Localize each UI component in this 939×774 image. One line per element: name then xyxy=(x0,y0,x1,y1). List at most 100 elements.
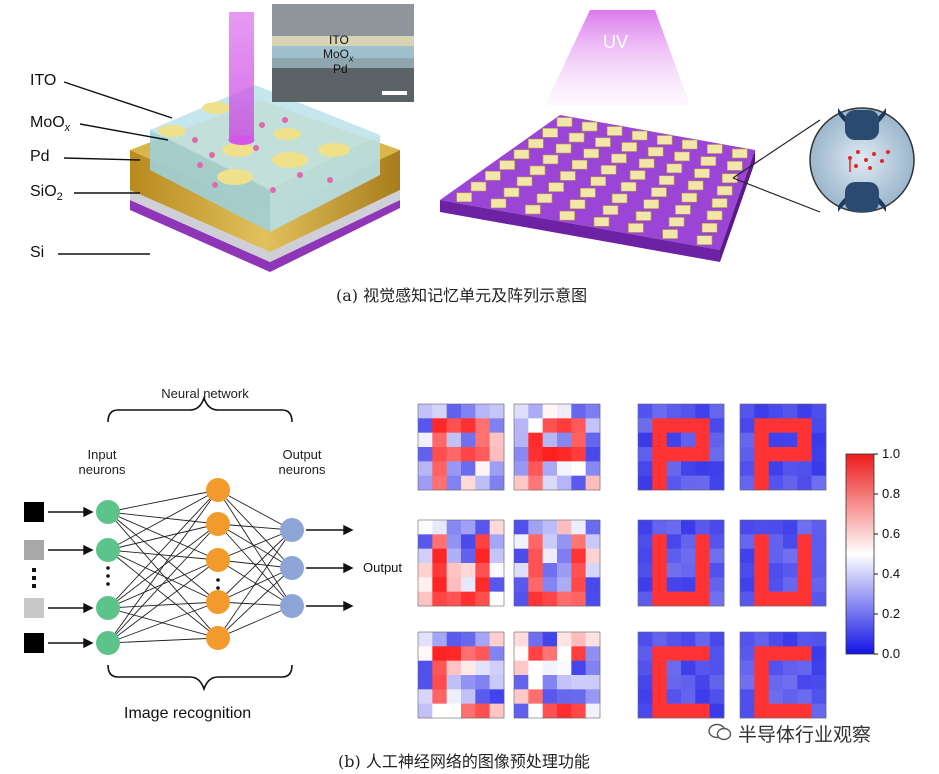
heatmap-panel xyxy=(739,519,827,607)
array-cell xyxy=(456,192,472,203)
label-pd: Pd xyxy=(30,148,50,165)
input-neuron xyxy=(96,631,120,655)
array-cell xyxy=(560,171,576,181)
array-cell xyxy=(556,117,573,127)
array-cell xyxy=(631,130,648,141)
input-pixel-1 xyxy=(24,502,44,522)
output-neuron xyxy=(280,594,304,618)
uv-label: UV xyxy=(603,32,629,52)
array-cell xyxy=(716,185,733,196)
array-cell xyxy=(536,193,553,204)
array-cell xyxy=(675,204,691,215)
input-pixel-2 xyxy=(24,540,44,560)
array-cell xyxy=(590,176,607,187)
inset-label-pd: Pd xyxy=(333,62,348,76)
hidden-neuron xyxy=(206,626,230,650)
array-cell xyxy=(602,205,619,215)
layer-leader-lines xyxy=(58,81,173,255)
neural-network-diagram xyxy=(24,395,354,692)
array-cell xyxy=(635,211,652,221)
input-pixel-3 xyxy=(24,598,44,618)
array-cell xyxy=(651,187,667,197)
array-cell xyxy=(516,176,533,187)
array-cell xyxy=(529,165,546,176)
array-cell xyxy=(721,173,738,184)
array-cell xyxy=(555,143,572,154)
array-cell xyxy=(571,159,588,170)
array-cell xyxy=(525,204,541,215)
array-cell xyxy=(681,139,698,150)
array-cell xyxy=(701,223,718,233)
watermark: 半导体行业观察 xyxy=(738,724,872,746)
hidden-neuron xyxy=(206,478,230,502)
colorbar-tick: 0.0 xyxy=(882,646,901,661)
array-cell xyxy=(490,198,507,209)
array-cell xyxy=(694,168,710,179)
hidden-neuron xyxy=(206,512,230,536)
heatmap-panel xyxy=(739,631,827,719)
array-cell xyxy=(647,146,664,157)
heatmap-panel xyxy=(513,519,601,607)
array-cell xyxy=(687,180,704,191)
array-cell xyxy=(503,187,520,198)
array-cell xyxy=(621,142,638,152)
array-cell xyxy=(711,198,728,208)
label-moox: MoOx xyxy=(30,114,71,135)
heatmap-panel xyxy=(513,631,601,719)
array-cell xyxy=(513,149,530,160)
array-cell xyxy=(620,181,637,192)
heatmap-panel xyxy=(513,403,601,491)
colorbar-tick: 0.6 xyxy=(882,526,901,541)
array-cell xyxy=(470,181,487,192)
heatmap-panel xyxy=(637,519,725,607)
array-cell xyxy=(593,216,610,227)
array-cell xyxy=(638,158,655,169)
input-pixel-4 xyxy=(24,633,44,653)
device-stack xyxy=(130,12,400,272)
array-cell xyxy=(580,187,596,198)
memory-array xyxy=(440,10,915,262)
heatmap-panel xyxy=(417,403,505,491)
array-cell xyxy=(726,161,743,171)
colorbar-tick: 0.2 xyxy=(882,606,901,621)
array-cell xyxy=(600,165,617,175)
array-cell xyxy=(643,199,660,209)
array-cell xyxy=(595,137,611,148)
array-cell xyxy=(542,128,558,138)
inset-label-ito: ITO xyxy=(329,33,349,47)
array-cell xyxy=(606,126,623,136)
label-ito: ITO xyxy=(30,72,57,89)
hidden-neuron xyxy=(206,590,230,614)
array-cell xyxy=(681,192,698,203)
array-cell xyxy=(696,235,713,245)
output-neuron xyxy=(280,556,304,580)
array-cell xyxy=(548,182,564,192)
input-neuron xyxy=(96,500,120,524)
array-cell xyxy=(528,138,544,149)
array-cell xyxy=(656,135,673,145)
colorbar xyxy=(845,453,878,655)
input-neuron xyxy=(96,596,120,620)
array-cell xyxy=(658,175,675,186)
array-cell xyxy=(542,154,559,165)
array-cell xyxy=(569,199,586,210)
hidden-neuron xyxy=(206,548,230,572)
array-cell xyxy=(706,144,723,154)
output-arrow-label: Output xyxy=(363,560,403,575)
array-cell xyxy=(499,160,515,170)
panel-a-illustration xyxy=(58,4,915,272)
array-cell xyxy=(629,170,646,180)
cross-section-inset xyxy=(272,4,414,102)
network-title: Neural network xyxy=(161,386,249,401)
colorbar-tick: 0.8 xyxy=(882,486,901,501)
array-cell xyxy=(731,148,748,159)
heatmap-panel xyxy=(637,403,725,491)
array-cell xyxy=(581,121,598,132)
label-sio2: SiO2 xyxy=(30,183,63,204)
inset-label-moox: MoOx xyxy=(323,47,354,64)
caption-a: (a) 视觉感知记忆单元及阵列示意图 xyxy=(336,286,588,305)
array-cell xyxy=(662,229,678,239)
heatmap-grid xyxy=(417,403,827,719)
heatmap-panel xyxy=(739,403,827,491)
